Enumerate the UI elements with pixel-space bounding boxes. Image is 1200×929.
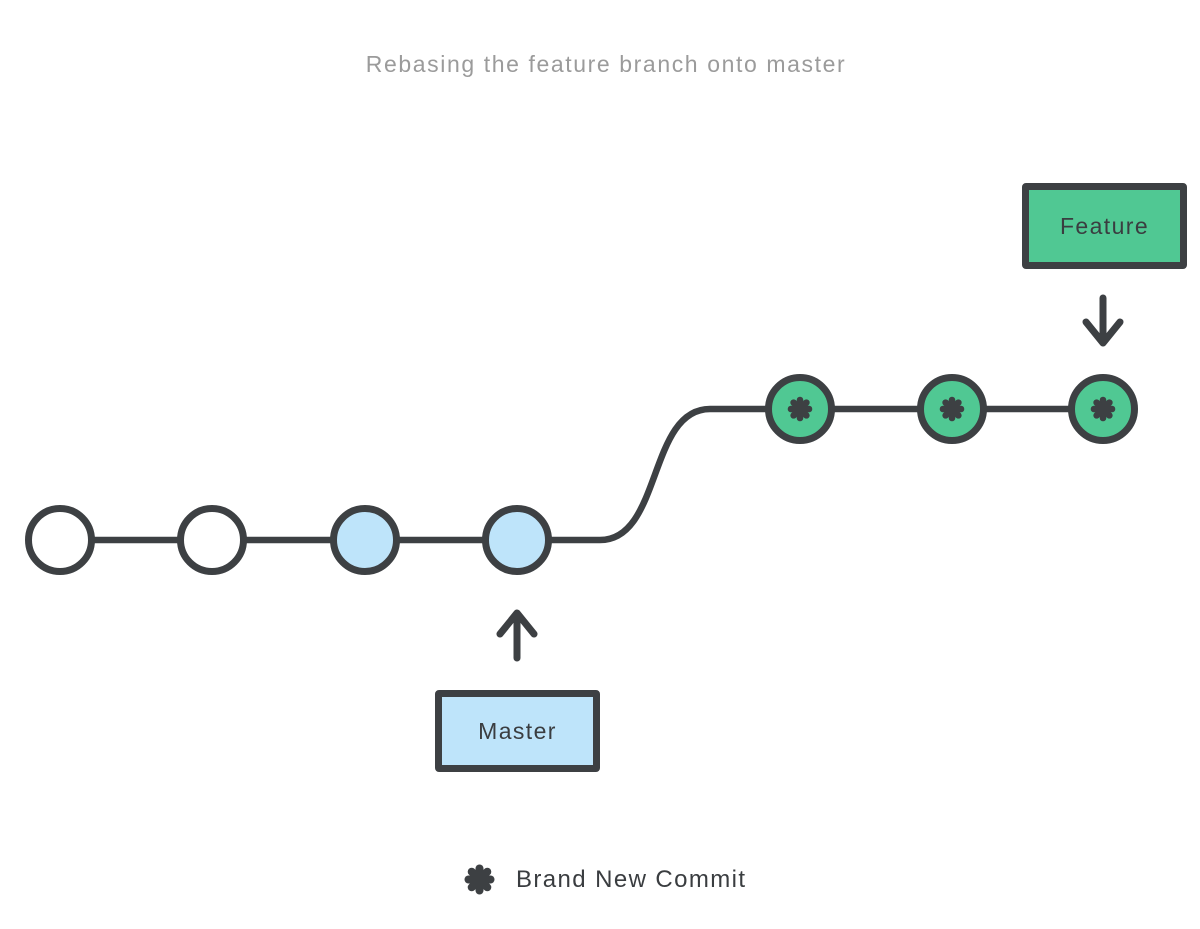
legend: Brand New Commit <box>464 864 746 895</box>
feature-branch-label-box: Feature <box>1022 183 1187 269</box>
master-branch-label-box: Master <box>435 690 600 772</box>
brand-new-commit-asterisk-icon <box>1094 400 1112 418</box>
feature-pointer-arrow-icon <box>1082 294 1124 347</box>
master-pointer-arrow-icon <box>496 609 538 662</box>
commit-node-master-1 <box>25 505 95 575</box>
legend-label: Brand New Commit <box>516 865 747 893</box>
asterisk-icon <box>464 864 495 895</box>
commit-node-master-3 <box>330 505 400 575</box>
brand-new-commit-asterisk-icon <box>943 400 961 418</box>
diagram-title: Rebasing the feature branch onto master <box>365 51 847 77</box>
commit-node-master-4 <box>482 505 552 575</box>
brand-new-commit-asterisk-icon <box>791 400 809 418</box>
master-branch-label: Master <box>478 717 557 744</box>
commit-node-master-2 <box>177 505 247 575</box>
branch-line <box>60 405 1103 544</box>
feature-branch-label: Feature <box>1059 212 1150 239</box>
